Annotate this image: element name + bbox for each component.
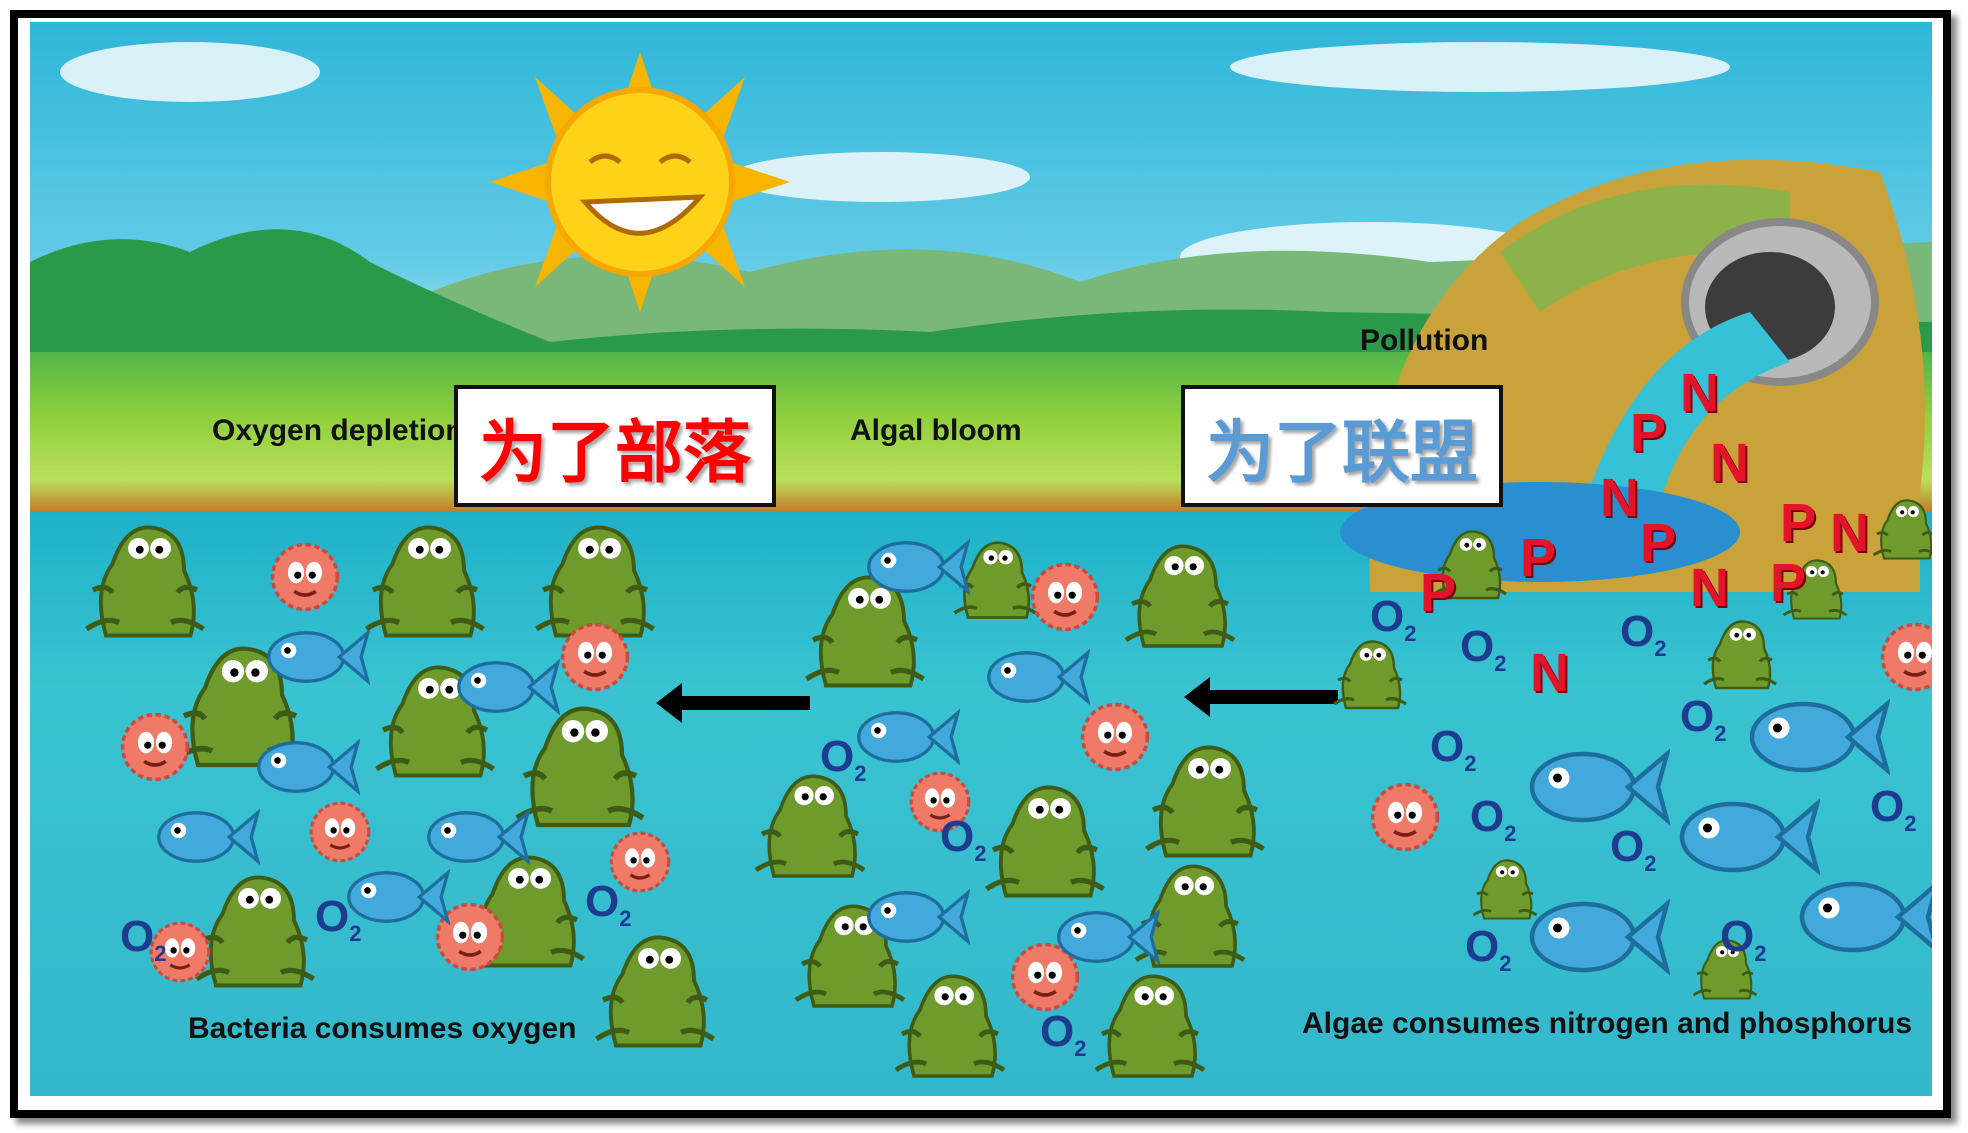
cloud <box>1230 42 1730 92</box>
bacteria-icon <box>435 902 505 972</box>
nitrogen-letter: N <box>1710 433 1749 493</box>
oxygen-molecule: O2 <box>1040 1007 1087 1061</box>
nitrogen-letter: N <box>1690 558 1729 618</box>
bacteria-icon <box>1880 622 1932 692</box>
fish-icon <box>867 538 970 596</box>
phosphorus-letter: P <box>1520 528 1557 588</box>
bacteria-icon <box>1030 562 1100 632</box>
fish-icon <box>867 888 970 946</box>
algae-icon <box>1145 745 1265 858</box>
bacteria-icon <box>1080 702 1150 772</box>
eutrophication-scene: Oxygen depletion Algal bloom Pollution 为… <box>30 22 1932 1096</box>
algae-icon <box>1433 530 1507 600</box>
phosphorus-letter: P <box>1630 403 1667 463</box>
fish-icon <box>257 738 360 796</box>
fish-icon <box>457 658 560 716</box>
algae-icon <box>754 774 866 878</box>
fish-icon <box>347 868 450 926</box>
fish-icon <box>267 628 370 686</box>
sun-icon <box>490 52 790 312</box>
phosphorus-letter: P <box>1640 513 1677 573</box>
algae-icon <box>85 525 205 638</box>
algae-icon <box>1124 544 1236 648</box>
oxygen-molecule: O2 <box>1470 792 1517 846</box>
oxygen-molecule: O2 <box>1465 922 1512 976</box>
oxygen-molecule: O2 <box>1680 692 1727 746</box>
algae-icon <box>985 785 1105 898</box>
algae-icon <box>515 706 645 828</box>
fish-icon <box>1749 698 1890 776</box>
oxygen-molecule: O2 <box>940 812 987 866</box>
bacteria-icon <box>120 712 190 782</box>
algae-icon <box>1472 859 1538 920</box>
oxygen-molecule: O2 <box>1460 622 1507 676</box>
algal-bloom-label: Algal bloom <box>850 414 1022 447</box>
fish-icon <box>157 808 260 866</box>
bacteria-label: Bacteria consumes oxygen <box>188 1012 577 1045</box>
oxygen-molecule: O2 <box>1430 722 1477 776</box>
fish-icon <box>1799 881 1932 953</box>
algae-icon <box>1094 974 1206 1078</box>
phosphorus-letter: P <box>1780 493 1817 553</box>
alliance-box: 为了联盟 <box>1181 385 1503 507</box>
oxygen-molecule: O2 <box>585 877 632 931</box>
nitrogen-letter: N <box>1680 363 1719 423</box>
pollution-label: Pollution <box>1360 324 1489 357</box>
oxygen-molecule: O2 <box>820 732 867 786</box>
bacteria-icon <box>309 801 371 863</box>
left-arrow <box>1184 677 1338 717</box>
algae-icon <box>535 525 655 638</box>
fish-icon <box>857 708 960 766</box>
left-arrow <box>656 683 810 723</box>
fish-icon <box>1529 898 1670 976</box>
algae-icon <box>1703 620 1777 690</box>
bacteria-icon <box>909 771 971 833</box>
bacteria-icon <box>1370 782 1440 852</box>
bacteria-icon <box>560 622 630 692</box>
diagram-frame: Oxygen depletion Algal bloom Pollution 为… <box>10 10 1951 1118</box>
algae-icon <box>1692 939 1758 1000</box>
bacteria-icon <box>270 542 340 612</box>
phosphorus-letter: P <box>1770 553 1807 613</box>
pollution-pipe <box>1340 159 1925 592</box>
fish-icon <box>1679 798 1820 876</box>
horde-box: 为了部落 <box>454 385 776 507</box>
cloud <box>60 42 320 102</box>
oxygen-molecule: O2 <box>1610 822 1657 876</box>
oxygen-depletion-label: Oxygen depletion <box>212 414 464 447</box>
oxygen-molecule: O2 <box>120 912 167 966</box>
fish-icon <box>1529 748 1670 826</box>
fish-icon <box>427 808 530 866</box>
oxygen-molecule: O2 <box>1870 782 1917 836</box>
bacteria-icon <box>149 921 211 983</box>
algae-icon <box>953 541 1037 619</box>
algae-icon <box>195 875 315 988</box>
nitrogen-letter: N <box>1530 643 1569 703</box>
algae-icon <box>1782 559 1848 620</box>
phosphorus-letter: P <box>1420 563 1457 623</box>
nitrogen-letter: N <box>1830 503 1869 563</box>
algae-icon <box>1333 640 1407 710</box>
algae-icon <box>894 974 1006 1078</box>
oxygen-molecule: O2 <box>1720 912 1767 966</box>
algae-icon <box>805 575 925 688</box>
algae-icon <box>1872 499 1932 560</box>
fish-icon <box>987 648 1090 706</box>
cloud <box>730 152 1030 202</box>
oxygen-molecule: O2 <box>1370 592 1417 646</box>
algae-icon <box>595 935 715 1048</box>
oxygen-molecule: O2 <box>1620 607 1667 661</box>
algae-icon <box>365 525 485 638</box>
bacteria-icon <box>1010 942 1080 1012</box>
bacteria-icon <box>609 831 671 893</box>
fish-icon <box>1057 908 1160 966</box>
oxygen-molecule: O2 <box>315 892 362 946</box>
algae-label: Algae consumes nitrogen and phosphorus <box>1302 1007 1913 1040</box>
nitrogen-letter: N <box>1600 468 1639 528</box>
